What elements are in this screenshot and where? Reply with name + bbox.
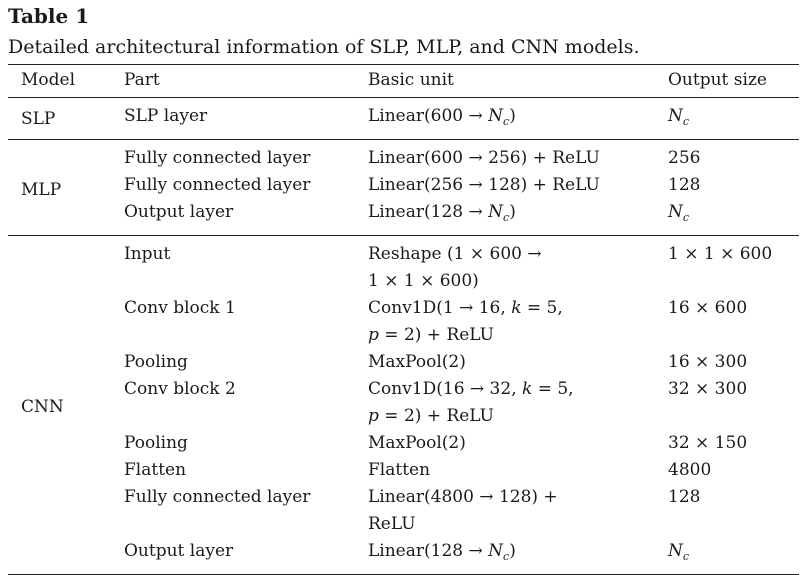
- part-cell: Output layer: [124, 202, 234, 222]
- table-header: Model Part Basic unit Output size: [8, 64, 799, 98]
- header-model: Model: [8, 64, 124, 98]
- unit-cell: Conv1D(1 → 16, k = 5, p = 2) + ReLU: [368, 295, 668, 349]
- output-cell: Nc: [668, 199, 799, 236]
- unit-text: Linear(4800 → 128) +: [368, 487, 558, 507]
- symbol-n: N: [488, 202, 504, 222]
- output-cell: 128: [668, 175, 701, 195]
- symbol-k: k: [511, 298, 522, 318]
- output-cell: 128: [668, 487, 701, 507]
- table-row: Flatten Flatten 4800: [8, 457, 799, 484]
- unit-text: ReLU: [368, 514, 416, 534]
- unit-cell: Linear(600 → Nc): [368, 98, 668, 140]
- group-slp: SLP SLP layer Linear(600 → Nc) Nc: [8, 98, 799, 140]
- model-cell: MLP: [21, 179, 62, 200]
- unit-text: Linear(128 →: [368, 202, 489, 222]
- output-cell: 32 × 150: [668, 433, 748, 453]
- part-cell: Fully connected layer: [124, 175, 311, 195]
- table-row: SLP SLP layer Linear(600 → Nc) Nc: [8, 98, 799, 140]
- symbol-n: N: [668, 202, 683, 222]
- output-cell: 1 × 1 × 600: [668, 244, 773, 264]
- output-cell: 256: [668, 148, 701, 168]
- architecture-table: Model Part Basic unit Output size SLP SL…: [8, 64, 799, 575]
- unit-cell: Conv1D(16 → 32, k = 5, p = 2) + ReLU: [368, 376, 668, 430]
- output-cell: Nc: [668, 98, 799, 140]
- unit-cell: Linear(128 → Nc): [368, 538, 668, 575]
- table-label: Table 1: [8, 4, 90, 28]
- unit-text: ): [509, 541, 516, 561]
- unit-cell: Reshape (1 × 600 → 1 × 1 × 600): [368, 236, 668, 296]
- subscript-c: c: [682, 211, 690, 224]
- part-cell: Flatten: [124, 460, 187, 480]
- table-row: Conv block 2 Conv1D(16 → 32, k = 5, p = 2…: [8, 376, 799, 430]
- unit-text: Linear(600 →: [368, 106, 489, 126]
- table-row: Pooling MaxPool(2) 16 × 300: [8, 349, 799, 376]
- unit-cell: MaxPool(2): [368, 433, 466, 453]
- output-cell: 32 × 300: [668, 379, 748, 399]
- table-row: Fully connected layer Linear(256 → 128) …: [8, 172, 799, 199]
- unit-text: ): [509, 106, 516, 126]
- unit-text: Conv1D(16 → 32,: [368, 379, 522, 399]
- part-cell: Output layer: [124, 541, 234, 561]
- model-cell: CNN: [21, 397, 64, 417]
- output-cell: 16 × 300: [668, 352, 748, 372]
- subscript-c: c: [682, 550, 690, 563]
- group-cnn: CNN Input Reshape (1 × 600 → 1 × 1 × 600)…: [8, 236, 799, 575]
- unit-cell: Flatten: [368, 460, 431, 480]
- symbol-n: N: [488, 541, 504, 561]
- unit-cell: Linear(128 → Nc): [368, 199, 668, 236]
- unit-text: = 2) + ReLU: [378, 325, 494, 345]
- unit-text: = 5,: [521, 298, 563, 318]
- output-cell: 16 × 600: [668, 298, 748, 318]
- part-cell: Conv block 2: [124, 379, 236, 399]
- symbol-n: N: [668, 106, 683, 126]
- output-cell: Nc: [668, 538, 799, 575]
- table-row: MLP Fully connected layer Linear(600 → 2…: [8, 140, 799, 200]
- unit-cell: Linear(600 → 256) + ReLU: [368, 148, 600, 168]
- table-row: CNN Input Reshape (1 × 600 → 1 × 1 × 600)…: [8, 236, 799, 417]
- part-cell: Conv block 1: [124, 298, 236, 318]
- table-caption: Detailed architectural information of SL…: [8, 36, 640, 58]
- symbol-k: k: [522, 379, 533, 399]
- unit-text: ): [509, 202, 516, 222]
- output-cell: 4800: [668, 460, 712, 480]
- unit-cell: Linear(4800 → 128) + ReLU: [368, 484, 668, 538]
- unit-text: = 5,: [532, 379, 574, 399]
- symbol-p: p: [368, 325, 379, 345]
- unit-text: Reshape (1 × 600 →: [368, 244, 542, 264]
- table-row: Conv block 1 Conv1D(1 → 16, k = 5, p = 2)…: [8, 295, 799, 349]
- header-part: Part: [124, 64, 368, 98]
- part-cell: SLP layer: [124, 106, 208, 126]
- header-basic-unit: Basic unit: [368, 64, 668, 98]
- subscript-c: c: [503, 115, 510, 128]
- subscript-c: c: [503, 211, 510, 224]
- group-mlp: MLP Fully connected layer Linear(600 → 2…: [8, 140, 799, 236]
- part-cell: Fully connected layer: [124, 148, 311, 168]
- table-row: Fully connected layer Linear(4800 → 128)…: [8, 484, 799, 538]
- table-row: Output layer Linear(128 → Nc) Nc: [8, 199, 799, 236]
- unit-text: Linear(128 →: [368, 541, 489, 561]
- part-cell: Pooling: [124, 433, 188, 453]
- symbol-n: N: [668, 541, 683, 561]
- part-cell: Pooling: [124, 352, 188, 372]
- part-cell: Fully connected layer: [124, 487, 311, 507]
- subscript-c: c: [503, 550, 510, 563]
- symbol-n: N: [488, 106, 504, 126]
- unit-text: Conv1D(1 → 16,: [368, 298, 512, 318]
- model-cell: SLP: [21, 108, 56, 129]
- table-row: Output layer Linear(128 → Nc) Nc: [8, 538, 799, 575]
- subscript-c: c: [682, 115, 690, 128]
- unit-text: = 2) + ReLU: [378, 406, 494, 426]
- symbol-p: p: [368, 406, 379, 426]
- unit-cell: Linear(256 → 128) + ReLU: [368, 175, 600, 195]
- header-row: Model Part Basic unit Output size: [8, 64, 799, 98]
- unit-text: 1 × 1 × 600): [368, 271, 479, 291]
- unit-cell: MaxPool(2): [368, 352, 466, 372]
- header-output-size: Output size: [668, 64, 799, 98]
- part-cell: Input: [124, 244, 171, 264]
- table-row: Pooling MaxPool(2) 32 × 150: [8, 430, 799, 457]
